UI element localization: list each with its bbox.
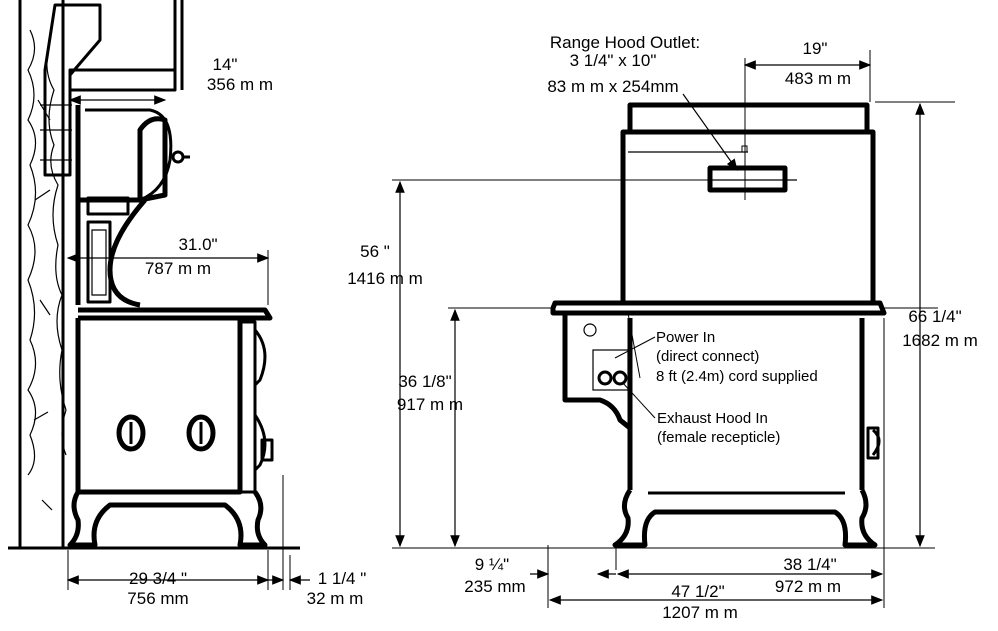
back-clearance-imperial: 1 1/4 " [318,569,367,588]
exhaust-in-title: Exhaust Hood In [657,410,768,427]
front-view: Range Hood Outlet: 3 1/4" x 10" 83 m m x… [347,33,978,622]
base-depth-metric: 756 mm [127,589,188,608]
total-width-metric: 1207 m m [662,603,738,622]
power-in-callout: Power In (direct connect) 8 ft (2.4m) co… [614,329,818,385]
range-body [75,318,274,495]
total-height-imperial: 66 1/4" [908,307,961,326]
power-in-title: Power In [656,329,715,346]
cooktop-height-metric: 917 m m [397,395,463,414]
hood-offset-imperial: 19" [803,39,828,58]
exhaust-in-line2: (female recepticle) [657,429,780,446]
cooktop-height-imperial: 36 1/8" [398,372,451,391]
front-body [627,318,881,490]
dim-back-clearance: 1 1/4 " 32 m m [262,475,366,608]
body-width-metric: 972 m m [775,577,841,596]
dim-firebox-offset: 9 ¼" 235 mm [464,555,616,596]
hood-depth-metric: 356 m m [207,75,273,94]
front-legs [612,488,878,548]
dim-total-width: 47 1/2" 1207 m m [548,582,884,622]
power-in-line3: 8 ft (2.4m) cord supplied [656,368,818,385]
warming-closet [75,105,190,216]
back-clearance-metric: 32 m m [307,589,364,608]
firebox-offset-imperial: 9 ¼" [475,555,509,574]
dim-total-height: 66 1/4" 1682 m m [902,102,978,548]
total-height-metric: 1682 m m [902,331,978,350]
range-depth-imperial: 31.0" [178,235,217,254]
front-hood [620,102,876,305]
hood-height-imperial: 56 " [360,242,390,261]
hood-depth-imperial: 14" [213,55,238,74]
dim-hood-depth: 14" 356 m m [68,55,273,105]
hood-outlet-callout: Range Hood Outlet: 3 1/4" x 10" 83 m m x… [547,33,738,171]
wall [18,0,67,548]
power-in-line2: (direct connect) [656,348,759,365]
side-view: 14" 356 m m 31.0" 787 m m 29 3/4 " 756 m… [8,0,366,608]
back-panel [75,198,147,308]
dim-cooktop-height: 36 1/8" 917 m m [397,308,463,548]
flue-pipe [40,0,184,177]
dim-hood-height: 56 " 1416 m m [347,180,423,548]
hood-outlet-title: Range Hood Outlet: [550,33,700,52]
firebox-offset-metric: 235 mm [464,577,525,596]
body-width-imperial: 38 1/4" [783,555,836,574]
hood-outlet-imperial: 3 1/4" x 10" [570,51,657,70]
cooktop [78,307,273,321]
hood-height-metric: 1416 m m [347,269,423,288]
front-cooktop [550,300,887,316]
range-depth-metric: 787 m m [145,259,211,278]
exhaust-in-callout: Exhaust Hood In (female recepticle) [621,381,780,446]
base-depth-imperial: 29 3/4 " [129,569,187,588]
dim-body-width: 38 1/4" 972 m m [616,555,884,596]
side-legs [67,490,268,548]
dim-base-depth: 29 3/4 " 756 mm [66,550,270,608]
total-width-imperial: 47 1/2" [671,582,724,601]
hood-offset-metric: 483 m m [785,69,851,88]
hood-outlet-metric: 83 m m x 254mm [547,77,678,96]
dim-hood-offset: 19" 483 m m [743,39,872,102]
dim-range-depth: 31.0" 787 m m [66,235,270,305]
